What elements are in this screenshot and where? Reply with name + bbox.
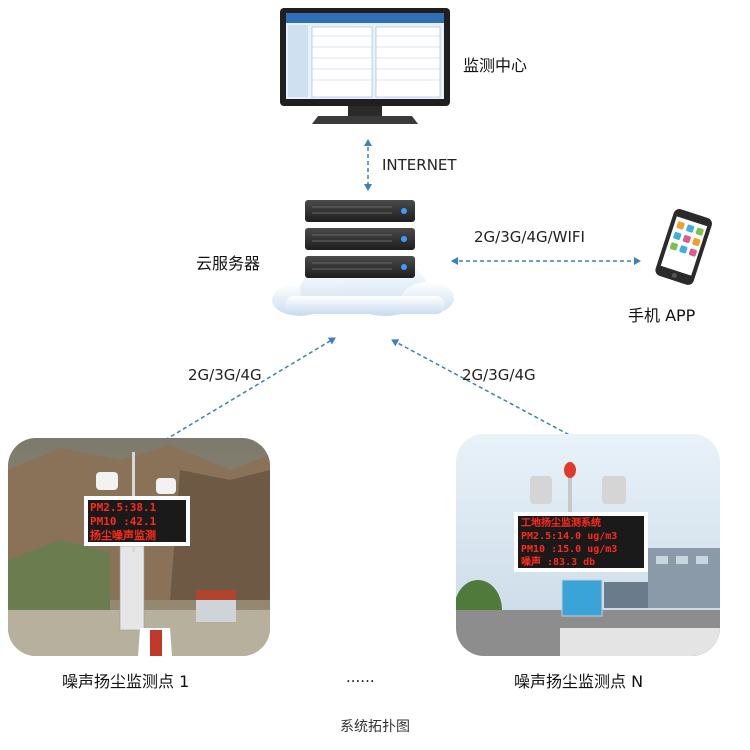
mobile-app-label: 手机 APP (628, 306, 696, 325)
diagram-caption: 系统拓扑图 (340, 719, 410, 735)
left-uplink-label: 2G/3G/4G (188, 366, 262, 384)
site-1-led-line-3: 扬尘噪声监测 (90, 528, 156, 542)
wifi-label: 2G/3G/4G/WIFI (474, 228, 585, 246)
site-1-photo (8, 438, 270, 656)
monitor-icon (280, 8, 450, 124)
cloud-server-label: 云服务器 (196, 254, 261, 273)
monitor-center-label: 监测中心 (463, 56, 528, 75)
site-n-led-line-2: PM10 :15.0 ug/m3 (521, 544, 617, 555)
site-n-led-line-1: PM2.5:14.0 ug/m3 (521, 531, 617, 542)
right-uplink-label: 2G/3G/4G (462, 366, 536, 384)
server-icon (305, 200, 415, 278)
site-1-led-line-2: PM10 :42.1 (90, 515, 157, 528)
ellipsis-label: ...... (346, 668, 375, 686)
right-uplink (391, 339, 576, 439)
internet-label: INTERNET (382, 156, 457, 174)
site-1-led-line-1: PM2.5:38.1 (90, 501, 157, 514)
site-n-photo (456, 434, 720, 656)
left-uplink (164, 337, 336, 441)
site-1-label: 噪声扬尘监测点 1 (62, 672, 190, 691)
site-n-led-line-0: 工地扬尘监测系统 (521, 516, 601, 529)
phone-icon (655, 209, 712, 285)
site-n-label: 噪声扬尘监测点 N (514, 672, 644, 691)
site-n-led-line-3: 噪声 :83.3 db (521, 555, 595, 568)
